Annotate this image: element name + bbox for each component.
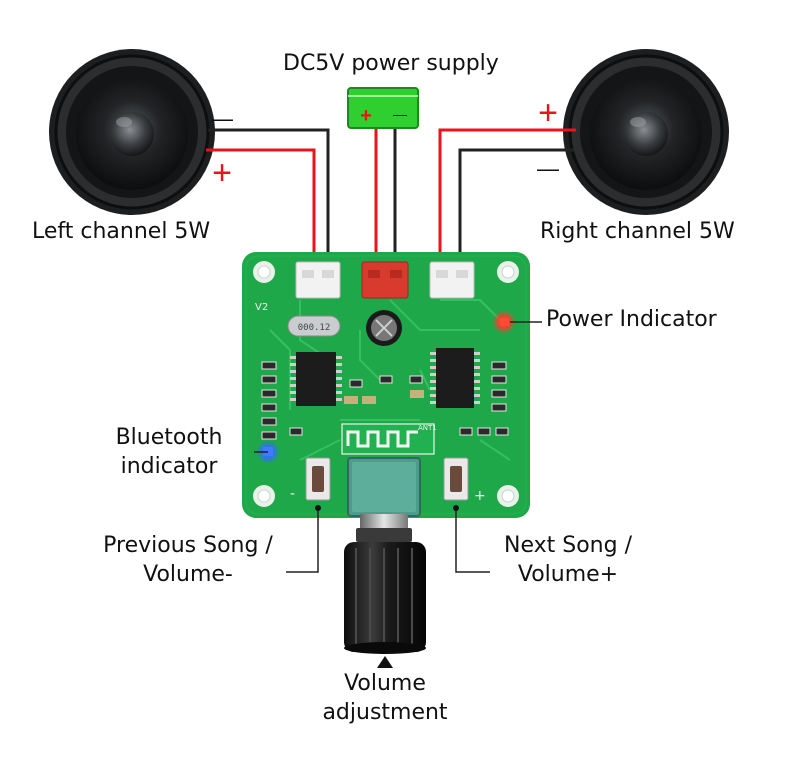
psu-minus-mark: —	[393, 106, 407, 122]
plus-silkscreen: +	[474, 488, 486, 504]
smd-components	[261, 361, 509, 440]
right-speaker-connector	[429, 261, 475, 299]
mounting-hole	[253, 261, 275, 283]
left-speaker-connector	[295, 261, 341, 299]
prev-label-line1: Previous Song /	[103, 533, 273, 558]
right-speaker-wires	[438, 128, 576, 262]
next-label-line1: Next Song /	[504, 533, 632, 558]
power-indicator-label: Power Indicator	[546, 307, 717, 332]
prev-label-line2: Volume-	[143, 561, 233, 587]
power-supply-wires	[374, 126, 397, 264]
crystal-oscillator: 000.12	[287, 315, 341, 337]
mounting-hole	[253, 485, 275, 507]
volume-pointer-arrow	[377, 656, 393, 668]
volume-label-line2: adjustment	[322, 699, 448, 725]
right-plus-mark: +	[538, 94, 558, 132]
bluetooth-ic	[290, 352, 342, 406]
power-supply-block: + —	[347, 87, 419, 129]
left-speaker	[49, 49, 215, 215]
power-supply-label: DC5V power supply	[283, 51, 499, 76]
left-channel-label: Left channel 5W	[32, 219, 211, 244]
right-minus-mark: —	[537, 156, 559, 181]
bluetooth-label-line1: Bluetooth	[115, 425, 223, 450]
left-plus-mark: +	[212, 154, 232, 192]
previous-song-label: Previous Song / Volume-	[84, 532, 292, 589]
antenna-label: ANT1	[418, 424, 437, 432]
leader-lines	[254, 321, 542, 573]
psu-plus-mark: +	[360, 105, 372, 127]
minus-silkscreen: -	[290, 486, 295, 502]
right-speaker	[563, 49, 729, 215]
power-connector	[361, 261, 409, 299]
next-button[interactable]	[443, 457, 469, 501]
electrolytic-capacitor	[366, 310, 402, 346]
next-label-line2: Volume+	[517, 561, 619, 587]
pcb-antenna: ANT1	[341, 423, 437, 455]
bluetooth-label-line2: indicator	[120, 453, 218, 479]
previous-button[interactable]	[305, 457, 331, 501]
power-led	[492, 310, 516, 334]
amplifier-ic	[430, 348, 480, 408]
bluetooth-indicator-label: Bluetooth indicator	[104, 424, 234, 481]
mounting-hole	[497, 485, 519, 507]
pcb-board: V2 000.12	[242, 252, 530, 518]
volume-label-line1: Volume	[344, 671, 426, 696]
left-minus-mark: —	[211, 106, 233, 131]
crystal-marking: 000.12	[298, 323, 331, 333]
mounting-hole	[497, 261, 519, 283]
board-version: V2	[255, 302, 268, 313]
volume-knob[interactable]	[344, 457, 426, 654]
left-speaker-wires	[206, 128, 330, 262]
next-song-label: Next Song / Volume+	[488, 532, 648, 589]
right-channel-label: Right channel 5W	[540, 219, 735, 244]
volume-adjustment-label: Volume adjustment	[300, 670, 470, 727]
